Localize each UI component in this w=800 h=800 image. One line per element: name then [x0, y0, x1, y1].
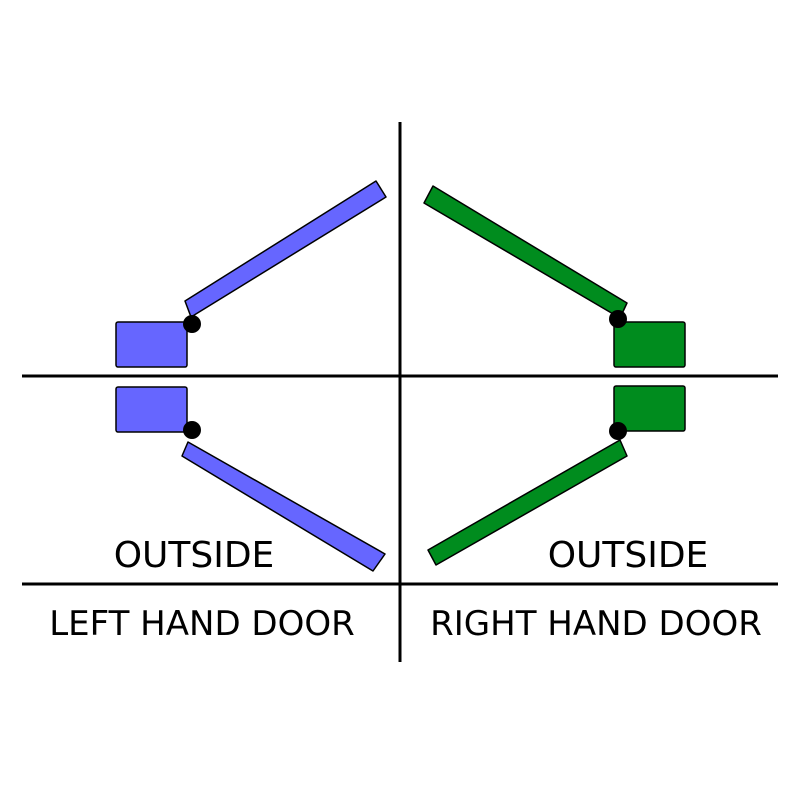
right-lower-hinge-point: [609, 422, 627, 440]
left-hand-door-label: LEFT HAND DOOR: [49, 604, 355, 644]
left-lower-frame-block: [115, 386, 188, 433]
right-hand-door-label: RIGHT HAND DOOR: [430, 604, 762, 644]
left-outside-label: OUTSIDE: [114, 535, 275, 576]
right-upper-hinge-point: [609, 310, 627, 328]
left-lower-door-leaf: [181, 441, 386, 572]
right-lower-frame-block: [613, 385, 686, 432]
right-lower-door-leaf: [427, 439, 628, 566]
left-hand-door-diagram: [115, 180, 387, 572]
right-hand-door-diagram: [423, 185, 686, 566]
left-upper-frame-block: [115, 321, 188, 368]
left-upper-hinge-point: [183, 315, 201, 333]
right-upper-door-leaf: [423, 185, 628, 319]
right-outside-label: OUTSIDE: [548, 535, 709, 576]
left-lower-hinge-point: [183, 421, 201, 439]
left-upper-door-leaf: [184, 180, 387, 318]
right-upper-frame-block: [613, 321, 686, 368]
